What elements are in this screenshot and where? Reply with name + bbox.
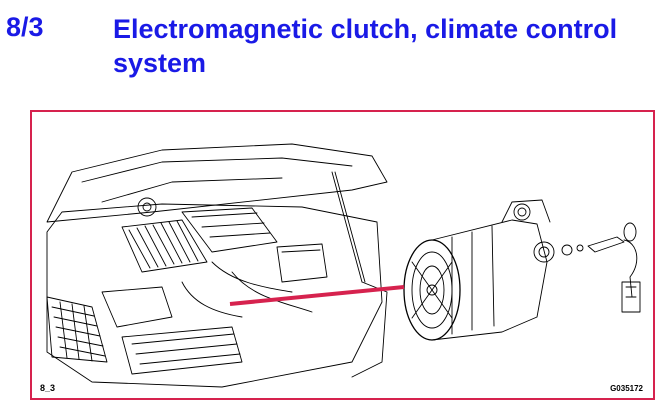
figure-frame: 8_3 G035172: [30, 110, 655, 400]
engine-illustration: [46, 143, 641, 388]
pointer-line: [229, 285, 405, 306]
figure-code: G035172: [610, 384, 643, 393]
figure-label: 8_3: [40, 383, 56, 393]
section-title: Electromagnetic clutch, climate control …: [113, 14, 618, 78]
section-number: 8/3: [6, 12, 44, 42]
